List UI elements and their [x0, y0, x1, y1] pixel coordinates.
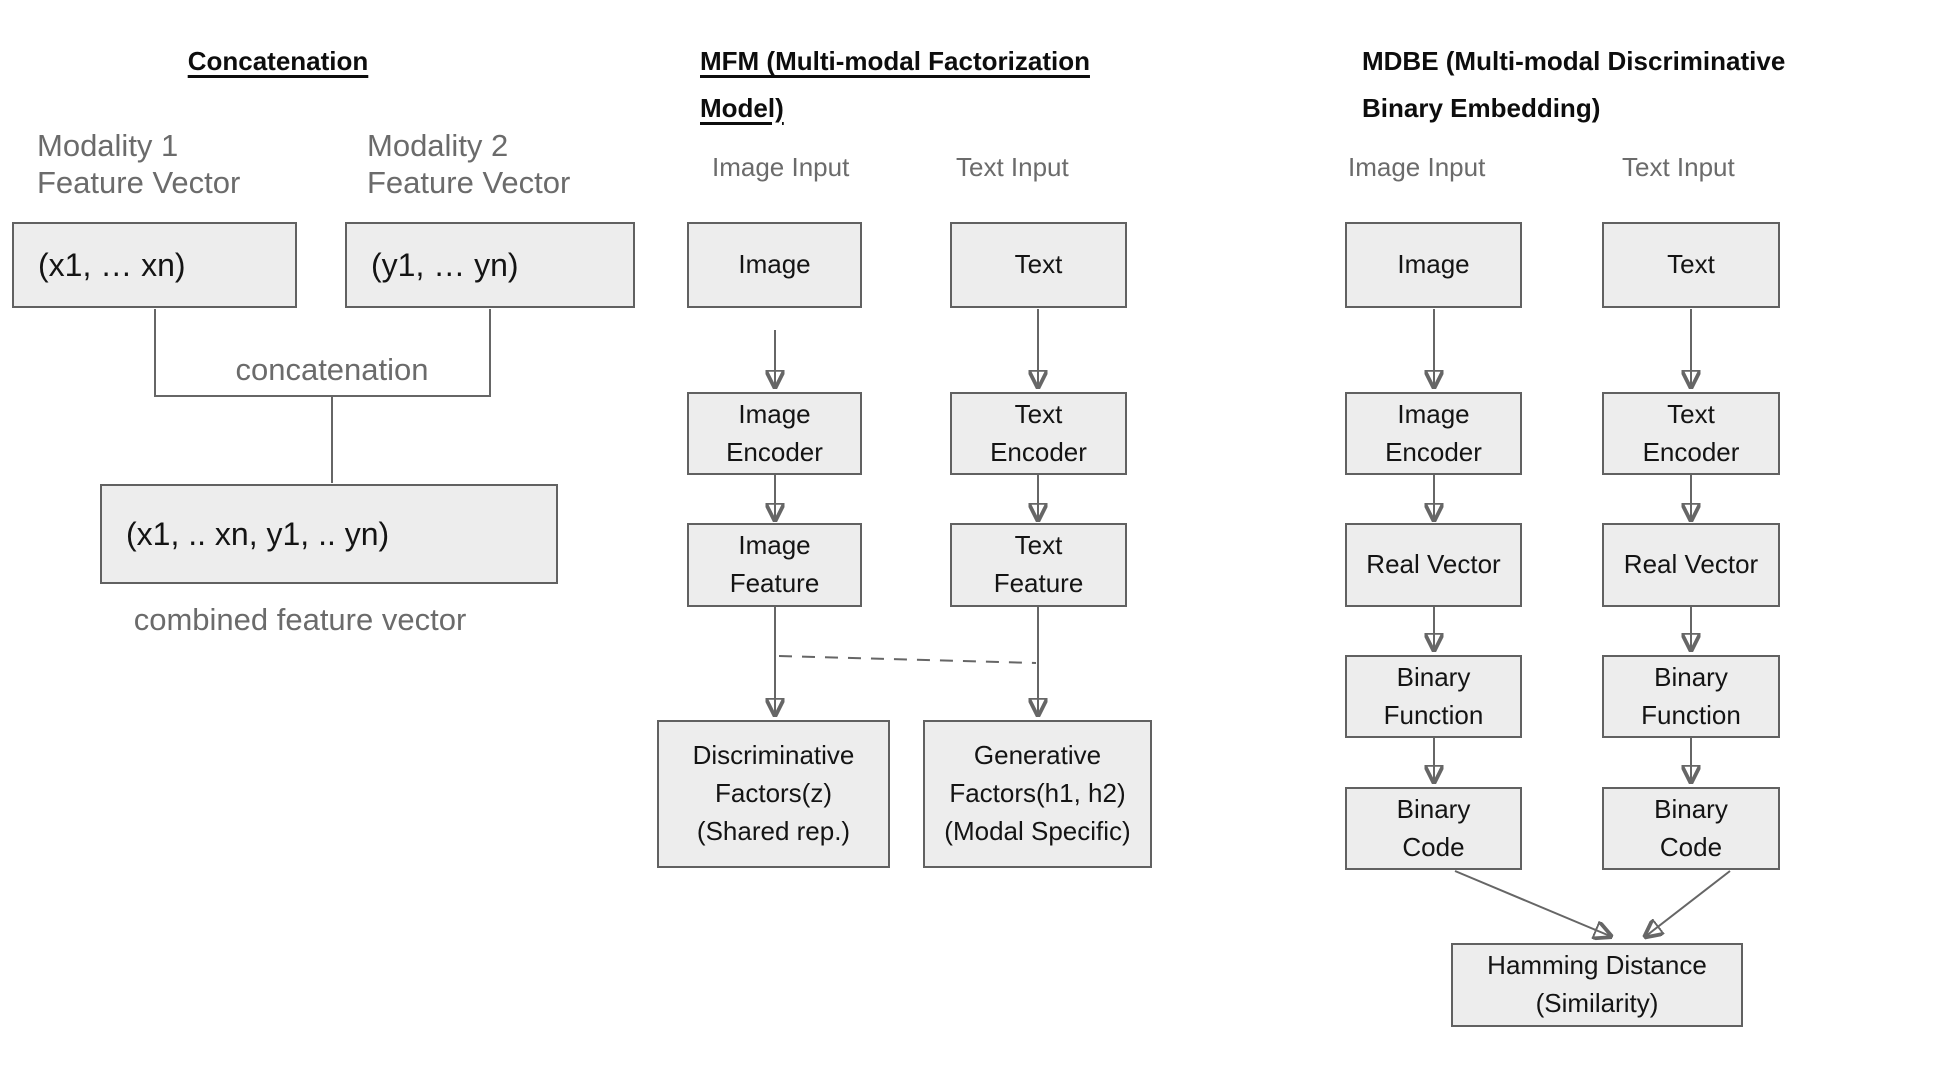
mfm-text-feature-box: Text Feature	[950, 523, 1127, 607]
mfm-discriminative-factors-box: Discriminative Factors(z) (Shared rep.)	[657, 720, 890, 868]
mdbe-image-binary-function-box: Binary Function	[1345, 655, 1522, 738]
mfm-shared-dashed-line	[778, 655, 1037, 664]
concatenation-title: Concatenation	[187, 46, 369, 76]
concatenation-operation-label: concatenation	[235, 352, 429, 387]
mdbe-image-input-label: Image Input	[1348, 152, 1486, 182]
mdbe-hamming-distance-box: Hamming Distance (Similarity)	[1451, 943, 1743, 1027]
modality2-label: Modality 2 Feature Vector	[367, 128, 571, 200]
mfm-image-feature-box: Image Feature	[687, 523, 862, 607]
modality2-vector-box: (y1, … yn)	[345, 222, 635, 308]
mdbe-text-code-to-hamming-arrow	[1646, 870, 1731, 936]
modality1-label: Modality 1 Feature Vector	[37, 128, 241, 200]
mfm-image-encoder-box: Image Encoder	[687, 392, 862, 475]
mdbe-image-box: Image	[1345, 222, 1522, 308]
mdbe-title: MDBE (Multi-modal Discriminative Binary …	[1362, 46, 1786, 123]
modality1-vector-box: (x1, … xn)	[12, 222, 297, 308]
combined-vector-box: (x1, .. xn, y1, .. yn)	[100, 484, 558, 584]
mdbe-image-binary-code-box: Binary Code	[1345, 787, 1522, 870]
mdbe-text-real-vector-box: Real Vector	[1602, 523, 1780, 607]
mdbe-text-box: Text	[1602, 222, 1780, 308]
mdbe-image-real-vector-box: Real Vector	[1345, 523, 1522, 607]
mfm-text-encoder-box: Text Encoder	[950, 392, 1127, 475]
mfm-title: MFM (Multi-modal Factorization Model)	[700, 46, 1090, 123]
mdbe-text-binary-function-box: Binary Function	[1602, 655, 1780, 738]
mfm-text-input-label: Text Input	[956, 152, 1069, 182]
mdbe-image-code-to-hamming-arrow	[1454, 870, 1610, 936]
mdbe-image-encoder-box: Image Encoder	[1345, 392, 1522, 475]
mdbe-text-input-label: Text Input	[1622, 152, 1735, 182]
mdbe-text-binary-code-box: Binary Code	[1602, 787, 1780, 870]
mdbe-text-encoder-box: Text Encoder	[1602, 392, 1780, 475]
mfm-image-input-label: Image Input	[712, 152, 850, 182]
mfm-text-box: Text	[950, 222, 1127, 308]
mfm-image-box: Image	[687, 222, 862, 308]
combined-feature-vector-caption: combined feature vector	[133, 602, 467, 637]
mfm-generative-factors-box: Generative Factors(h1, h2) (Modal Specif…	[923, 720, 1152, 868]
